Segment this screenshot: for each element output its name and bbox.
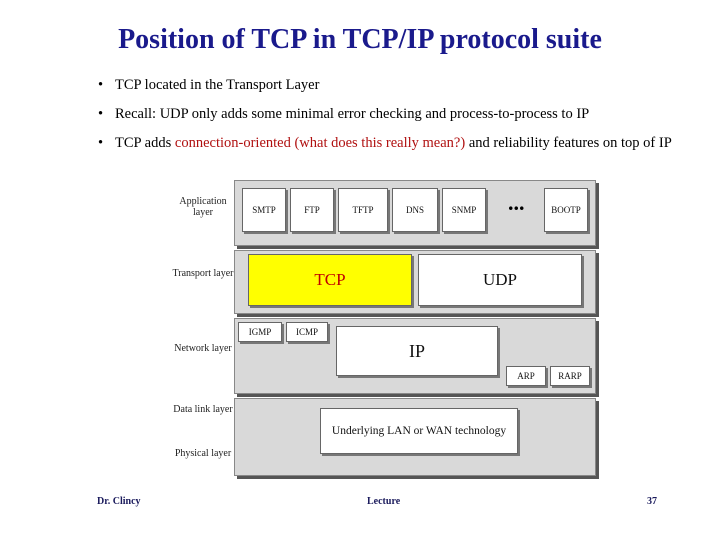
bullet-marker: •: [98, 77, 104, 93]
bullet-text-highlight: connection-oriented (what does this real…: [174, 135, 466, 151]
rarp-box: RARP: [550, 366, 590, 386]
bullet-marker: •: [98, 135, 104, 151]
bootp-box: BOOTP: [544, 188, 588, 232]
tcp-box: TCP: [248, 254, 412, 306]
igmp-box: IGMP: [238, 322, 282, 342]
udp-box: UDP: [418, 254, 582, 306]
bullet-item: • Recall: UDP only adds some minimal err…: [98, 105, 688, 124]
smtp-box: SMTP: [242, 188, 286, 232]
ellipsis: ...: [508, 190, 525, 215]
arp-box: ARP: [506, 366, 546, 386]
ip-box: IP: [336, 326, 498, 376]
slide-title: Position of TCP in TCP/IP protocol suite: [118, 24, 602, 55]
tftp-box: TFTP: [338, 188, 388, 232]
bullet-marker: •: [98, 106, 104, 122]
bullet-text: Recall: UDP only adds some minimal error…: [115, 106, 590, 122]
bullet-item: • TCP located in the Transport Layer: [98, 76, 688, 95]
bullet-text: TCP located in the Transport Layer: [115, 77, 320, 93]
layer-label-transport: Transport layer: [172, 268, 234, 279]
footer-center: Lecture: [367, 496, 401, 507]
layer-label-application: Application layer: [179, 196, 227, 218]
icmp-box: ICMP: [286, 322, 328, 342]
lan-wan-box: Underlying LAN or WAN technology: [320, 408, 518, 454]
bullet-list: • TCP located in the Transport Layer • R…: [98, 76, 688, 163]
dns-box: DNS: [392, 188, 438, 232]
bullet-text-post: and reliability features on top of IP: [465, 135, 672, 151]
layer-label-network: Network layer: [174, 343, 232, 354]
ftp-box: FTP: [290, 188, 334, 232]
layer-label-physical: Physical layer: [174, 448, 232, 459]
footer-author: Dr. Clincy: [97, 496, 141, 507]
protocol-stack-diagram: Application layer Transport layer Networ…: [172, 178, 602, 478]
bullet-text-pre: TCP adds: [115, 135, 175, 151]
bullet-item: • TCP adds connection-oriented (what doe…: [98, 134, 688, 153]
snmp-box: SNMP: [442, 188, 486, 232]
layer-label-datalink: Data link layer: [173, 404, 233, 415]
page-number: 37: [647, 496, 657, 507]
